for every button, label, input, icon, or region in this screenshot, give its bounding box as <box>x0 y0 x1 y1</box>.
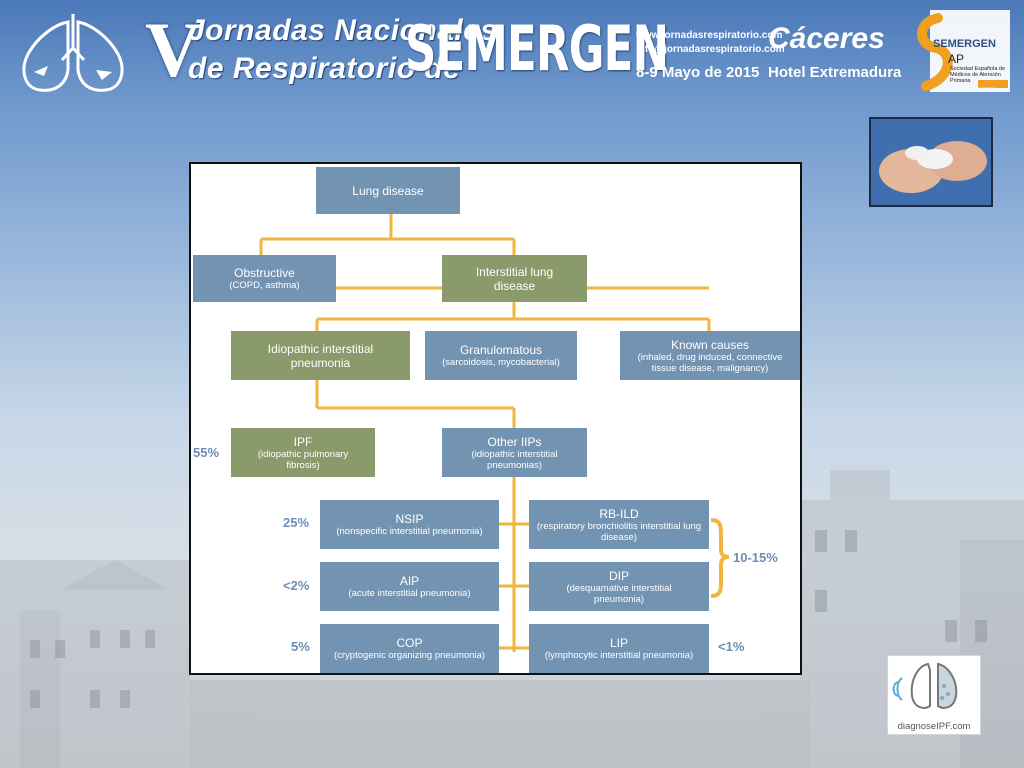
box-cop: COP (cryptogenic organizing pneumonia) <box>320 624 499 673</box>
conference-header: V Jornadas Nacionales de Respiratorio de… <box>0 0 1024 100</box>
box-rb-ild-sub: (respiratory bronchiolitis interstitial … <box>536 520 702 543</box>
event-email: info@jornadasrespiratorio.com <box>636 44 785 55</box>
box-rb-ild: RB-ILD (respiratory bronchiolitis inters… <box>529 500 709 549</box>
box-ipf-sub: (idiopathic pulmonary fibrosis) <box>257 448 349 471</box>
box-other-iips-title: Other IIPs <box>487 434 542 449</box>
box-other-iips-sub: (idiopathic interstitial pneumonias) <box>471 448 558 471</box>
nsip-percentage: 25% <box>283 515 310 530</box>
box-iip-title: Idiopathic interstitial pneumonia <box>267 341 374 370</box>
hands-inhaler-image <box>871 119 991 205</box>
box-granulomatous-sub: (sarcoidosis, mycobacterial) <box>442 357 560 368</box>
box-other-iips: Other IIPs (idiopathic interstitial pneu… <box>442 428 587 477</box>
box-lip-sub: (lymphocytic interstitial pneumonia) <box>544 650 694 661</box>
box-known-causes: Known causes (inhaled, drug induced, con… <box>620 331 800 380</box>
box-known-causes-title: Known causes <box>670 337 750 352</box>
box-interstitial-lung-disease: Interstitial lung disease <box>442 255 587 302</box>
event-title-line1: Jornadas Nacionales <box>188 14 498 47</box>
ipf-percentage: 55% <box>193 445 220 460</box>
lungs-logo-icon <box>22 14 124 92</box>
box-nsip: NSIP (nonspecific interstitial pneumonia… <box>320 500 499 549</box>
aip-percentage: <2% <box>283 578 310 593</box>
event-city: Cáceres <box>768 22 885 55</box>
edition-numeral: V <box>145 6 202 93</box>
box-ipf: IPF (idiopathic pulmonary fibrosis) <box>231 428 375 477</box>
box-dip: DIP (desquamative interstitial pneumonia… <box>529 562 709 611</box>
event-title-line2: de Respiratorio de <box>188 52 461 85</box>
box-nsip-title: NSIP <box>395 512 424 526</box>
box-aip-sub: (acute interstitial pneumonia) <box>348 588 471 599</box>
org-ap: AP <box>948 52 965 66</box>
box-obstructive-title: Obstructive <box>234 266 295 280</box>
box-obstructive: Obstructive (COPD, asthma) <box>193 255 336 302</box>
box-lung-disease: Lung disease <box>316 167 460 214</box>
box-lung-disease-title: Lung disease <box>352 183 424 198</box>
ild-classification-diagram: Lung disease Obstructive (COPD, asthma) … <box>189 162 802 675</box>
cop-percentage: 5% <box>291 639 310 654</box>
lip-percentage: <1% <box>718 639 745 654</box>
box-cop-sub: (cryptogenic organizing pneumonia) <box>333 650 486 661</box>
org-subtitle: Sociedad Española de Médicos de Atención… <box>950 66 1006 84</box>
box-aip-title: AIP <box>399 574 420 588</box>
box-rb-ild-title: RB-ILD <box>599 506 639 521</box>
semergen-logo-icon <box>917 10 1010 92</box>
inhaler-photo <box>869 117 993 207</box>
box-granulomatous: Granulomatous (sarcoidosis, mycobacteria… <box>425 331 577 380</box>
connector-lines <box>259 214 730 652</box>
box-known-causes-sub: (inhaled, drug induced, connective tissu… <box>637 351 783 374</box>
box-ipf-title: IPF <box>293 434 313 449</box>
event-dates: 8-9 Mayo de 2015 <box>636 64 760 81</box>
rb-ild-dip-percentage: 10-15% <box>733 550 778 565</box>
org-tag: Respiratorio <box>972 86 997 91</box>
box-lip: LIP (lymphocytic interstitial pneumonia) <box>529 624 709 673</box>
box-granulomatous-title: Granulomatous <box>459 343 543 357</box>
box-lip-title: LIP <box>609 636 628 650</box>
diagnoseipf-text: diagnoseIPF.com <box>897 721 971 732</box>
event-brand: SEMERGEN <box>405 12 669 85</box>
org-name: SEMERGEN <box>933 38 996 50</box>
event-website: www.jornadasrespiratorio.com <box>636 30 783 41</box>
box-aip: AIP (acute interstitial pneumonia) <box>320 562 499 611</box>
event-venue: Hotel Extremadura <box>768 64 902 81</box>
lung-ear-icon <box>892 662 958 709</box>
box-nsip-sub: (nonspecific interstitial pneumonia) <box>336 526 483 537</box>
box-dip-title: DIP <box>608 568 629 583</box>
box-idiopathic-interstitial-pneumonia: Idiopathic interstitial pneumonia <box>231 331 410 380</box>
box-dip-sub: (desquamative interstitial pneumonia) <box>566 582 672 605</box>
box-ild-title: Interstitial lung disease <box>475 264 554 293</box>
box-obstructive-sub: (COPD, asthma) <box>229 280 300 291</box>
diagnoseipf-logo: diagnoseIPF.com <box>887 655 981 735</box>
box-cop-title: COP <box>396 636 423 650</box>
